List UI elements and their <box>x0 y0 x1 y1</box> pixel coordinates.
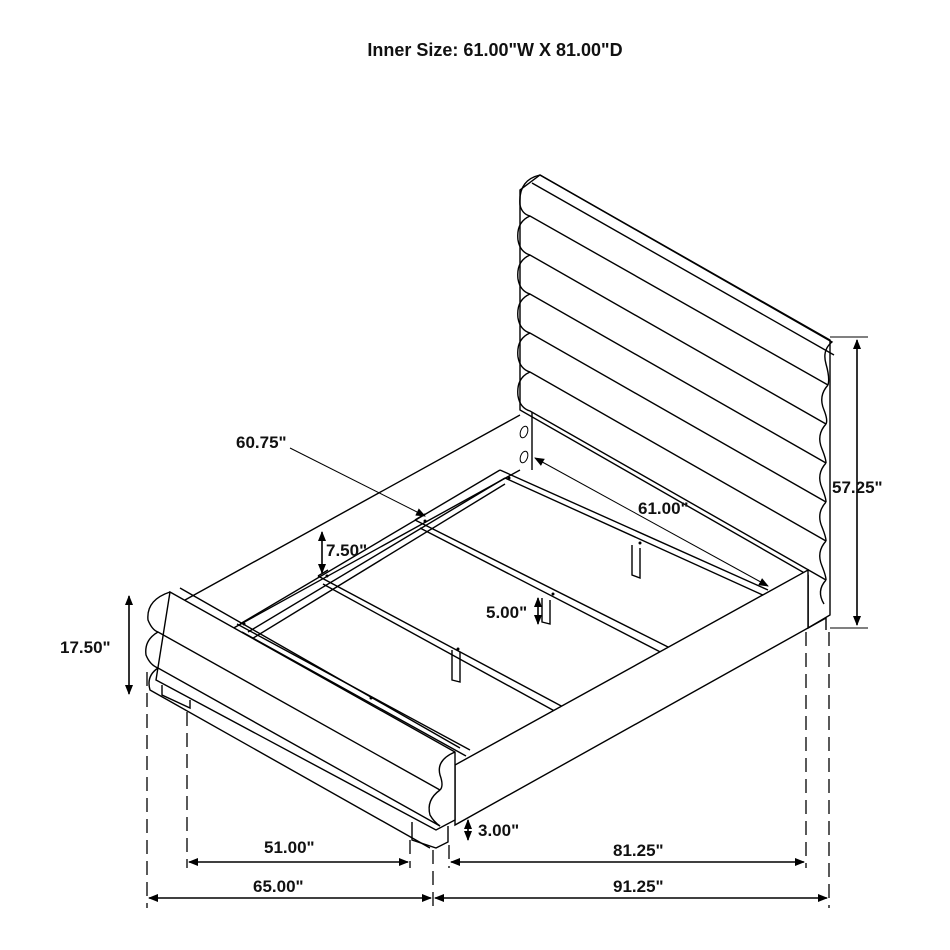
label-footboard-height: 17.50" <box>60 638 111 657</box>
diagram-title: Inner Size: 61.00"W X 81.00"D <box>367 40 623 60</box>
label-rail-height: 7.50" <box>326 541 367 560</box>
label-overall-width: 65.00" <box>253 877 304 896</box>
footboard <box>145 587 461 849</box>
dimension-labels: 57.25" 61.00" 60.75" 7.50" 5.00" 17.50" … <box>60 433 883 896</box>
label-support-leg-height: 5.00" <box>486 603 527 622</box>
headboard-rolls <box>517 174 835 605</box>
label-leg-spacing: 51.00" <box>264 838 315 857</box>
label-inner-length: 81.25" <box>613 841 664 860</box>
label-headboard-height: 57.25" <box>832 478 883 497</box>
dimension-lines <box>125 336 868 908</box>
label-overall-length: 91.25" <box>613 877 664 896</box>
label-leg-height: 3.00" <box>478 821 519 840</box>
label-slat-span: 60.75" <box>236 433 287 452</box>
label-inner-width: 61.00" <box>638 499 689 518</box>
left-side-rail <box>184 414 521 631</box>
headboard <box>517 174 835 630</box>
